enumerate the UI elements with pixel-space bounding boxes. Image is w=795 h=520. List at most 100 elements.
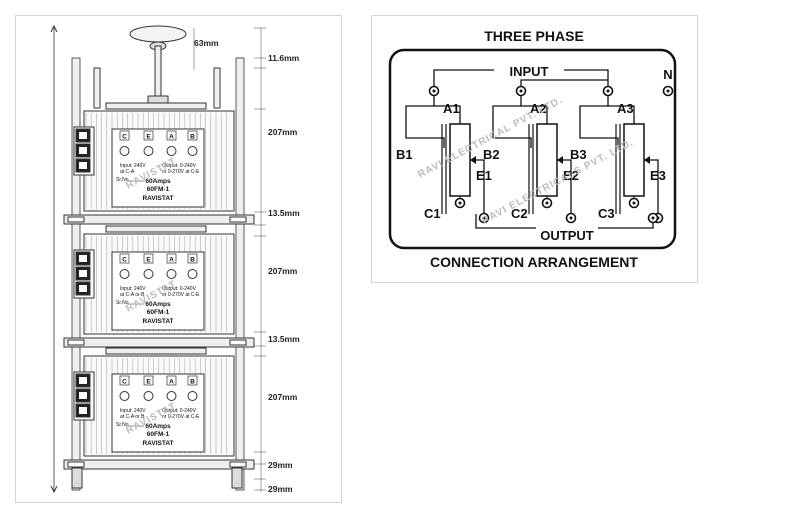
terminal-letter-box — [166, 375, 177, 386]
terminal-a-label: A1 — [443, 101, 460, 116]
input-bus — [433, 69, 609, 88]
terminal-letter-box — [166, 253, 177, 264]
base-nut-right — [229, 339, 247, 346]
coil — [623, 123, 645, 197]
terminal-knob — [187, 146, 198, 156]
terminal-dot — [519, 89, 523, 93]
terminal-letter: B — [190, 134, 195, 141]
terminal-knob — [143, 146, 154, 156]
output-taps: or 0-270V at C-E — [162, 414, 200, 420]
terminal-screw — [79, 147, 87, 154]
terminal-letter: B — [190, 379, 195, 386]
dimension-label: 11.6mm — [268, 53, 300, 63]
dimension-label: 63mm — [194, 38, 219, 48]
dimension-label: 29mm — [268, 460, 293, 470]
terminal-knob — [166, 391, 177, 401]
dimension-label: 207mm — [268, 392, 298, 402]
terminal-knob — [187, 269, 198, 279]
brand-name: RAVISTAT — [142, 440, 173, 447]
terminal-screw — [79, 270, 87, 277]
terminal-letter: E — [146, 379, 151, 386]
terminal-a-label: A3 — [617, 101, 634, 116]
terminal-screw — [79, 132, 87, 139]
model-number: 60FM-1 — [147, 309, 170, 316]
nameplate — [111, 128, 205, 208]
nameplate — [111, 373, 205, 453]
drive-shaft — [154, 45, 162, 103]
dimension-label: 207mm — [268, 266, 298, 276]
terminal-letter: A — [169, 257, 174, 264]
terminal-dot — [545, 201, 549, 205]
terminal-letter-box — [166, 130, 177, 141]
terminal-dot — [632, 201, 636, 205]
handwheel — [129, 25, 187, 43]
terminal-screw — [79, 162, 87, 169]
terminal-screw — [79, 285, 87, 292]
terminal-knob — [166, 146, 177, 156]
unit-top-plate — [105, 225, 207, 233]
stud-left — [93, 67, 101, 109]
terminal-letter: C — [122, 379, 127, 386]
coil-top-lead — [521, 105, 548, 124]
terminal-e-label: E2 — [563, 168, 579, 183]
terminal-letter-box — [119, 375, 130, 386]
winding-lead — [579, 96, 619, 148]
overall-height-arrows — [50, 24, 58, 494]
stud-right — [213, 67, 221, 109]
brush-arrow — [644, 156, 650, 164]
dimension-label: 29mm — [268, 484, 293, 494]
input-bus-branch — [520, 79, 608, 88]
terminal-c-label: C3 — [598, 206, 615, 221]
brush-lead — [561, 159, 572, 214]
base-nut-left — [67, 216, 85, 223]
terminal-letter-box — [187, 253, 198, 264]
coil-top-lead — [608, 105, 635, 124]
output-rating: Output: 0-240V — [162, 408, 197, 414]
terminal-dot — [606, 89, 610, 93]
brush-lead — [474, 159, 485, 214]
dimension-label: 13.5mm — [268, 208, 300, 218]
unit-base-plate — [63, 214, 255, 225]
terminal-knob — [143, 391, 154, 401]
amp-rating: 60Amps — [145, 423, 171, 430]
winding-lead — [405, 96, 445, 148]
unit-base-plate — [63, 337, 255, 348]
serial-label: Sr.No. — [116, 177, 130, 183]
terminal-knob — [143, 269, 154, 279]
unit-top-plate — [105, 347, 207, 355]
terminal-letter: E — [146, 257, 151, 264]
brand-name: RAVISTAT — [142, 318, 173, 325]
terminal-dot — [651, 216, 655, 220]
base-nut-left — [67, 339, 85, 346]
diagram-footer: CONNECTION ARRANGEMENT — [430, 254, 638, 270]
terminal-b-label: B2 — [483, 147, 500, 162]
terminal-knob — [119, 269, 130, 279]
terminal-dot — [482, 216, 486, 220]
dimension-label: 13.5mm — [268, 334, 300, 344]
terminal-b-label: B1 — [396, 147, 413, 162]
terminal-letter-box — [187, 375, 198, 386]
amp-rating: 60Amps — [145, 301, 171, 308]
input-taps: at C-A — [120, 169, 135, 175]
serial-label: Sr.No. — [116, 300, 130, 306]
enclosure-outline — [388, 48, 677, 250]
terminal-e-label: E1 — [476, 168, 492, 183]
terminal-screw — [79, 407, 87, 414]
unit-top-plate — [105, 102, 207, 110]
input-rating: Input: 240V — [120, 408, 146, 414]
terminal-letter-box — [143, 130, 154, 141]
terminal-knob — [166, 269, 177, 279]
terminal-letter: A — [169, 134, 174, 141]
base-nut-right — [229, 461, 247, 468]
nameplate — [111, 251, 205, 331]
input-label: INPUT — [510, 64, 549, 79]
terminal-letter-box — [143, 375, 154, 386]
terminal-knob — [187, 391, 198, 401]
